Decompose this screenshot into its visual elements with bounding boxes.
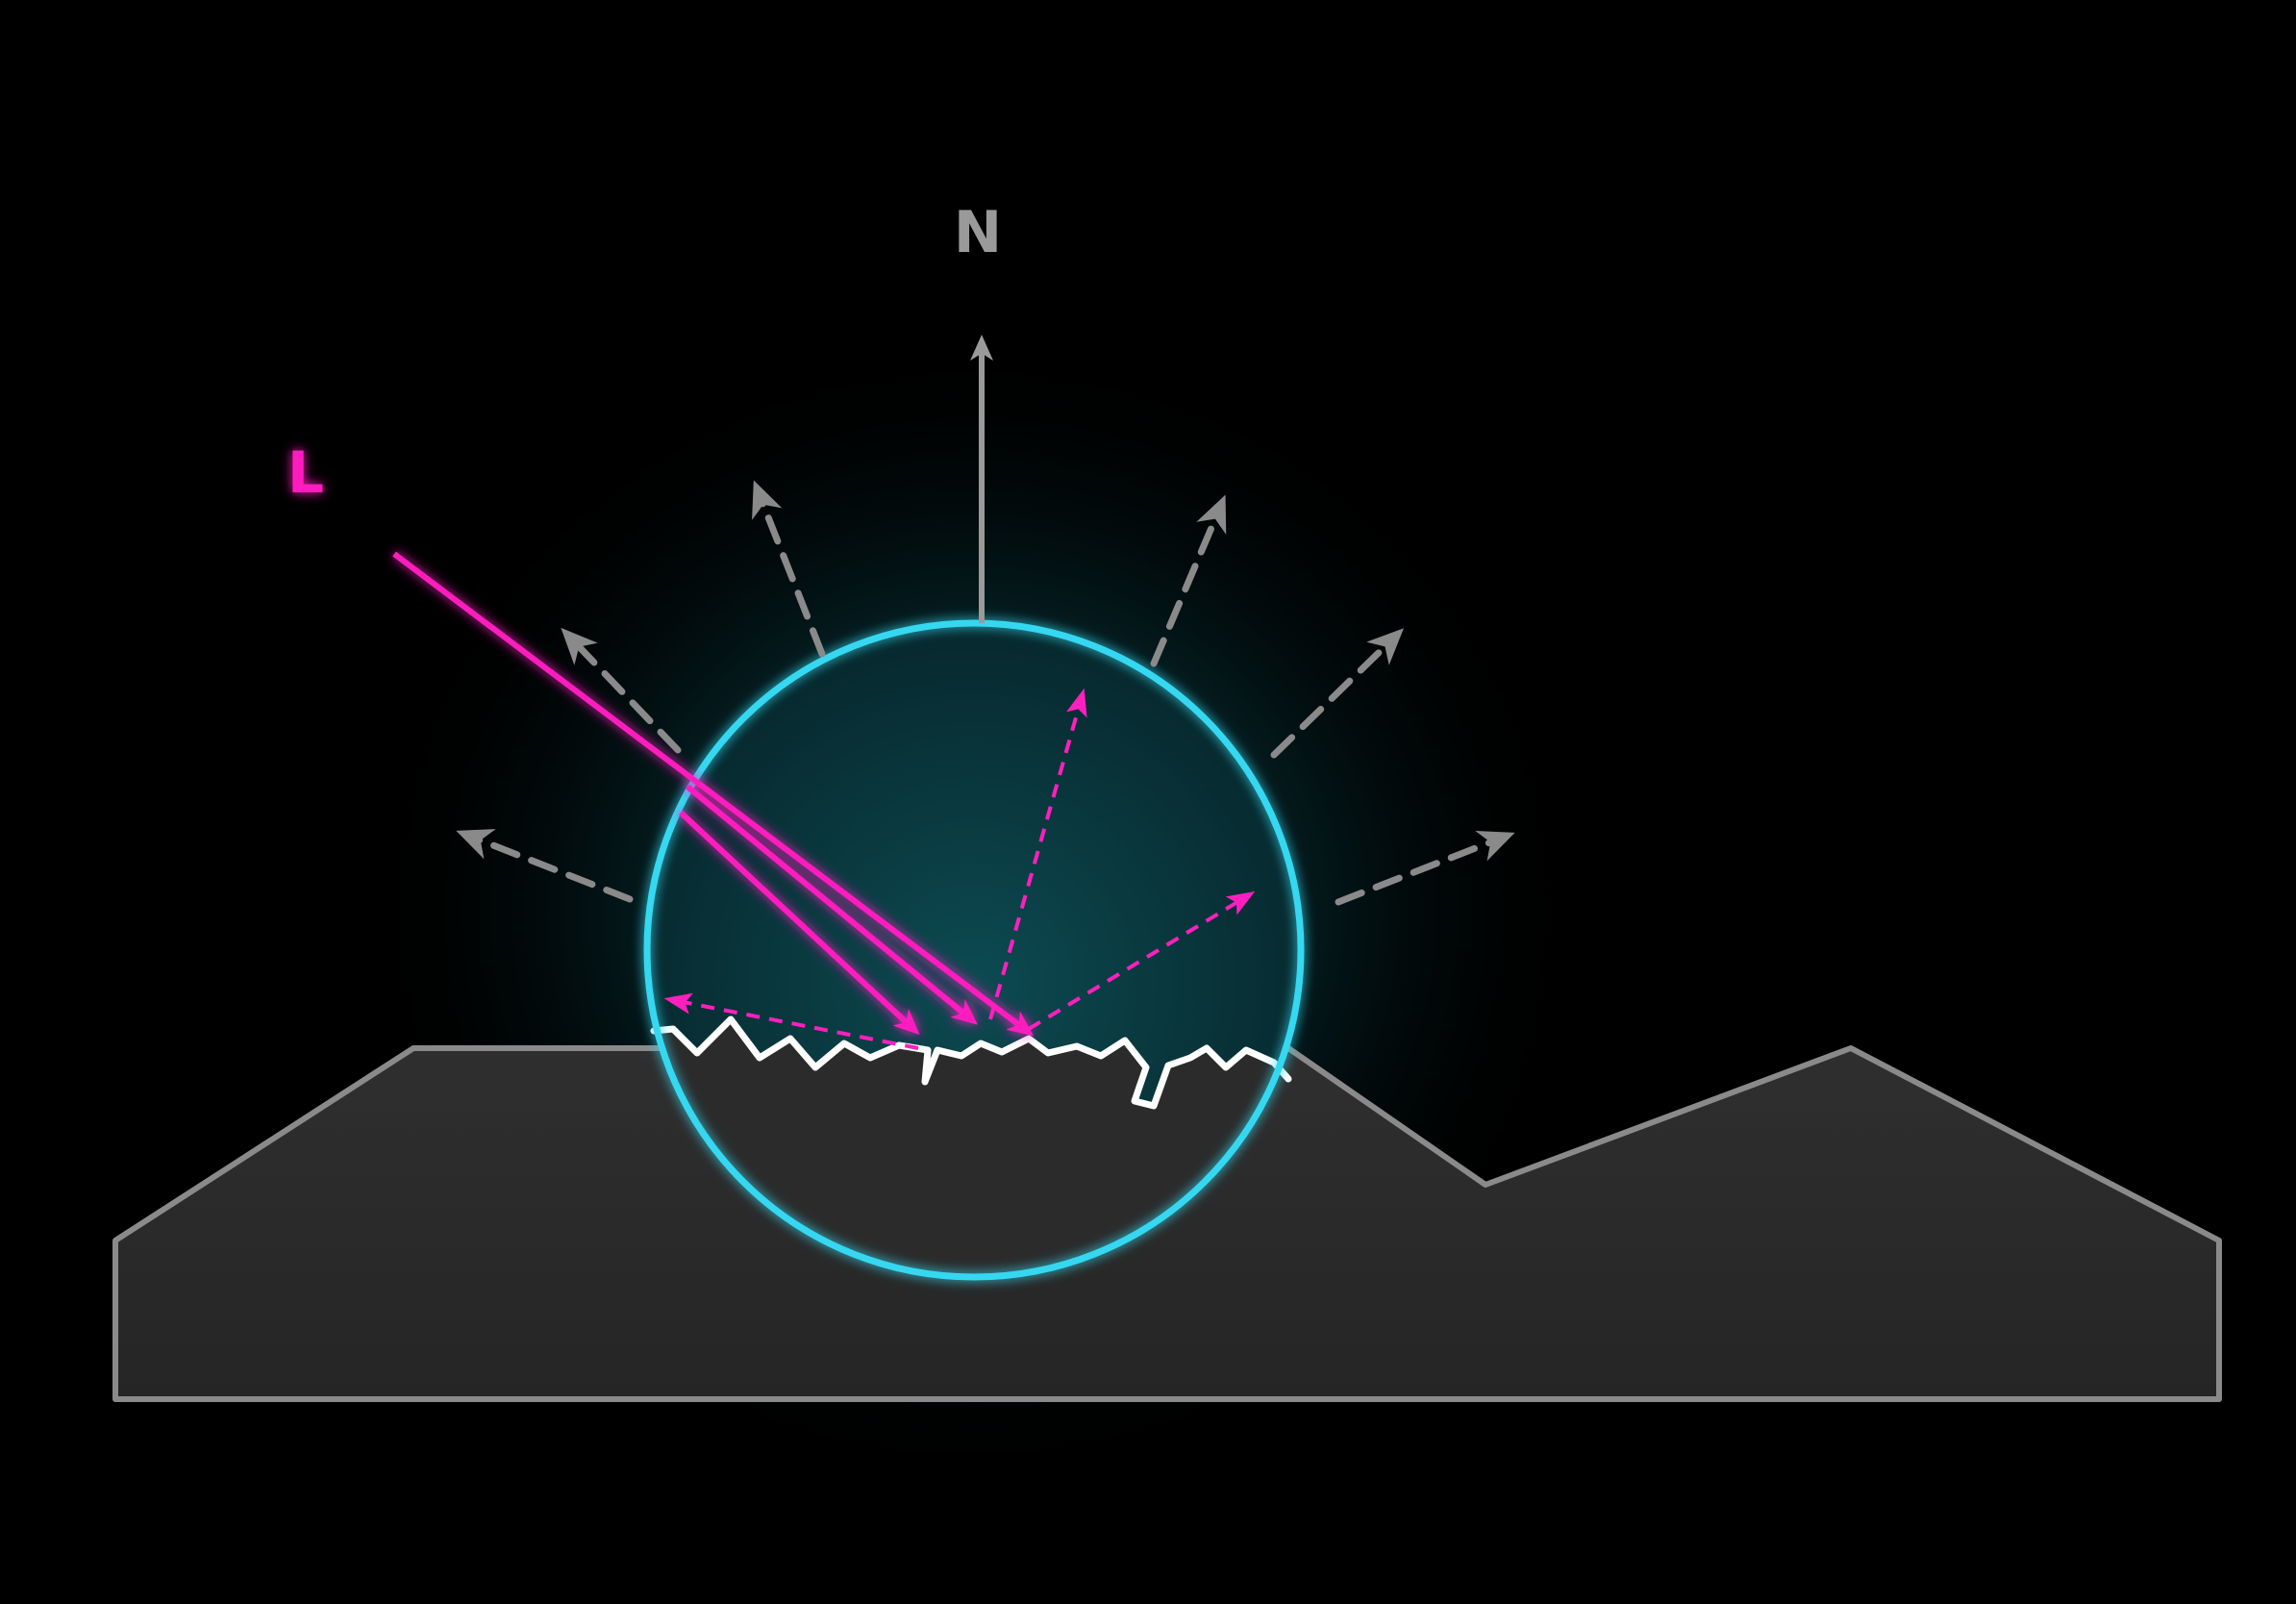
scatter-arrow-icon bbox=[456, 829, 634, 903]
inner-scatter-arrow-icon bbox=[988, 688, 1087, 1020]
inner-scatter-arrow-icon bbox=[663, 992, 919, 1050]
light-rays bbox=[392, 551, 1035, 1037]
scatter-arrow-icon bbox=[1150, 494, 1227, 667]
scatter-arrows-outer bbox=[456, 480, 1515, 906]
micro-ground bbox=[647, 1019, 1301, 1277]
light-ray-arrow-icon bbox=[686, 784, 978, 1025]
scatter-arrow-icon bbox=[1335, 831, 1515, 906]
scatter-arrow-icon bbox=[752, 480, 826, 658]
light-ray-arrow-icon bbox=[678, 810, 920, 1036]
scatter-arrows-inner bbox=[663, 688, 1256, 1050]
inner-scatter-arrow-icon bbox=[1027, 891, 1256, 1031]
normal-label: N bbox=[954, 199, 1002, 266]
scatter-arrow-icon bbox=[1270, 628, 1405, 759]
light-ray-arrow-icon bbox=[392, 551, 1035, 1037]
light-label: L bbox=[287, 439, 324, 507]
micro-surface-line bbox=[650, 1015, 1292, 1110]
scatter-arrow-icon bbox=[561, 627, 682, 754]
sphere-outline bbox=[643, 619, 1305, 1281]
